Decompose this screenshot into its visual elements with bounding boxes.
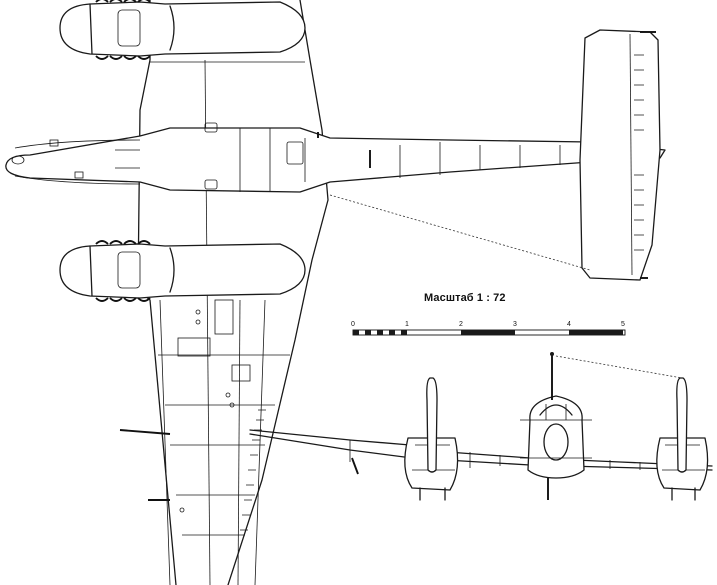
scale-tick-2: 2: [459, 321, 463, 328]
scale-tick-0: 0: [351, 321, 355, 328]
nacelle-lower: [59, 240, 306, 302]
scale-tick-4: 4: [567, 321, 571, 328]
top-view: [5, 0, 666, 585]
wing-planform: [137, 0, 329, 585]
scale-tick-1: 1: [405, 321, 409, 328]
fuselage-top: [5, 122, 666, 193]
scale-title: Масштаб 1 : 72: [424, 292, 506, 304]
tailplane-top: [579, 29, 661, 281]
scale-tick-5: 5: [621, 321, 625, 328]
scale-bar: 0 1 2 3 4 5: [351, 321, 626, 336]
nacelle-upper: [59, 0, 306, 60]
front-view: [249, 352, 713, 501]
scale-tick-3: 3: [513, 321, 517, 328]
